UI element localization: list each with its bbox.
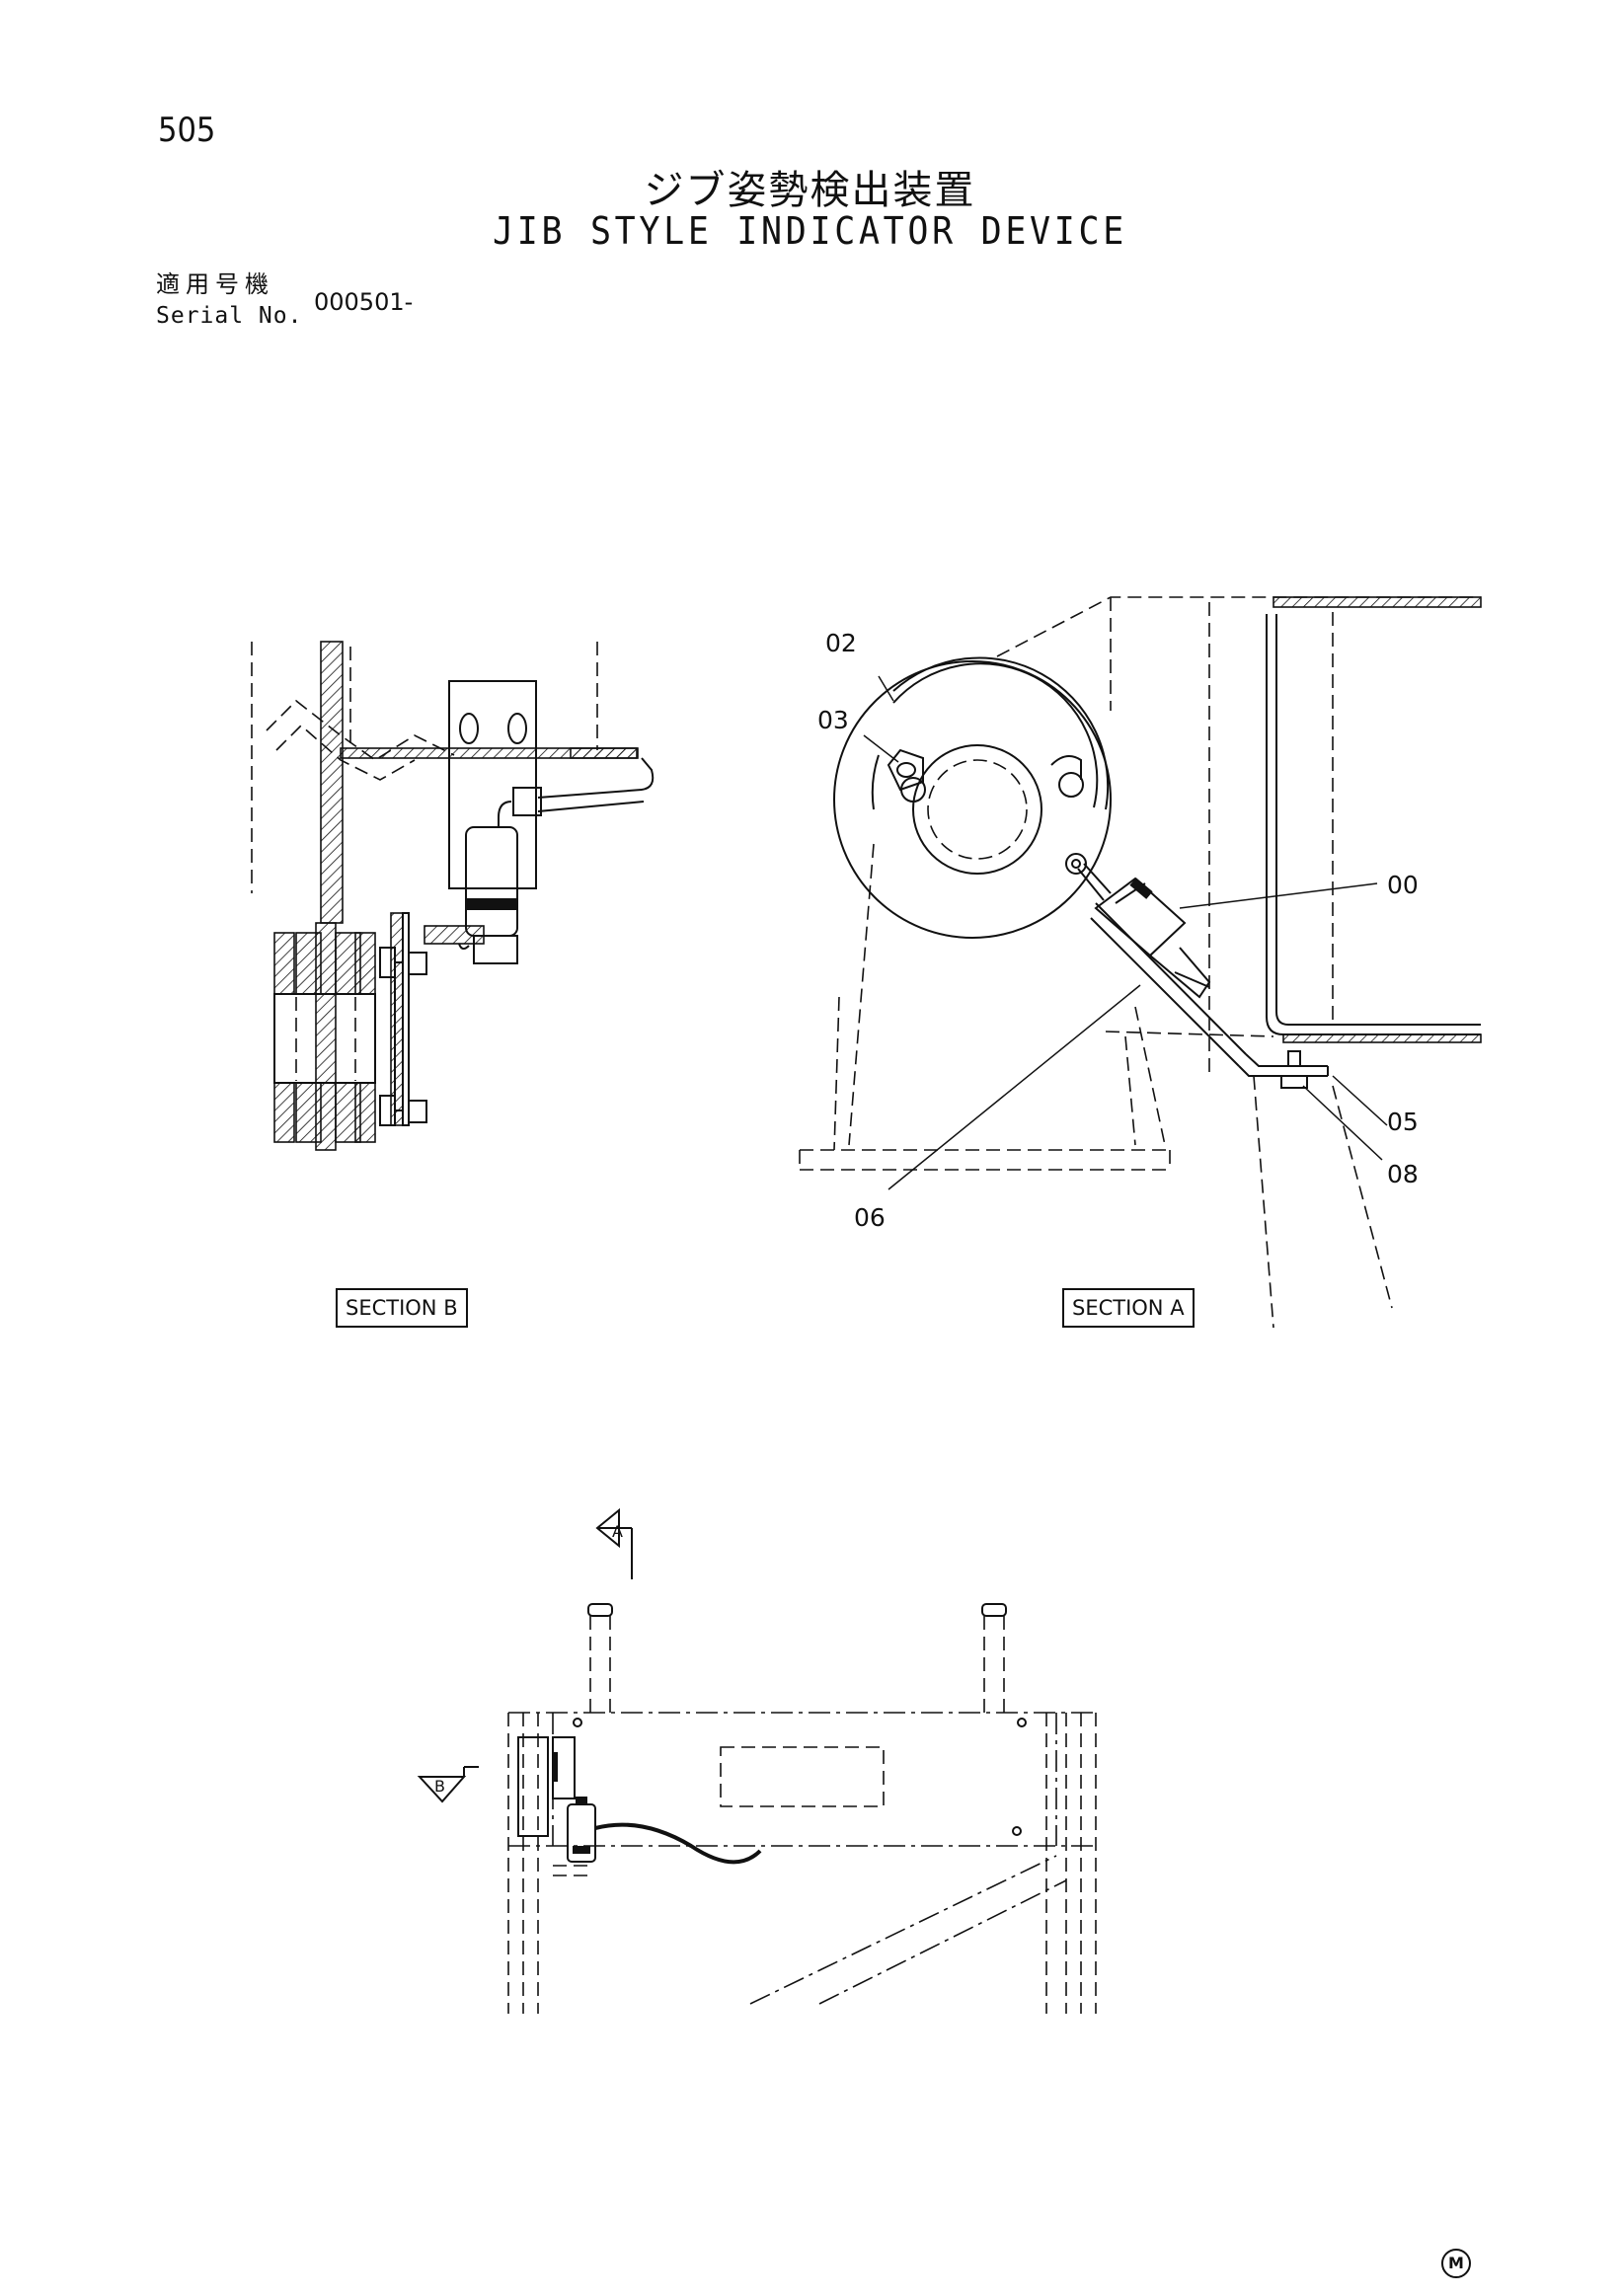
page-title-english: JIB STYLE INDICATOR DEVICE — [493, 209, 1127, 253]
page-number: 505 — [158, 111, 216, 150]
callout-05: 05 — [1387, 1108, 1419, 1136]
serial-label-english: Serial No. — [156, 303, 303, 329]
callout-06: 06 — [854, 1203, 886, 1232]
callout-03: 03 — [817, 706, 849, 734]
serial-value: 000501- — [314, 288, 414, 316]
serial-label-japanese: 適用号機 — [156, 270, 274, 298]
section-b-label: SECTION B — [336, 1288, 468, 1328]
overall-view: A B — [417, 1507, 1097, 2014]
section-b-view — [251, 641, 655, 1151]
page-title-japanese: ジブ姿勢検出装置 — [644, 168, 976, 213]
callout-00: 00 — [1387, 871, 1419, 899]
serial-block: 適用号機 Serial No. 000501- — [156, 265, 413, 329]
callout-02: 02 — [825, 629, 857, 657]
view-marker-b-label: B — [434, 1777, 445, 1796]
section-a-view: 02 03 00 05 08 06 — [799, 596, 1482, 1329]
callout-08: 08 — [1387, 1160, 1419, 1188]
view-marker-a-label: A — [612, 1522, 623, 1541]
corner-mark: M — [1441, 2249, 1471, 2278]
section-a-label: SECTION A — [1062, 1288, 1195, 1328]
